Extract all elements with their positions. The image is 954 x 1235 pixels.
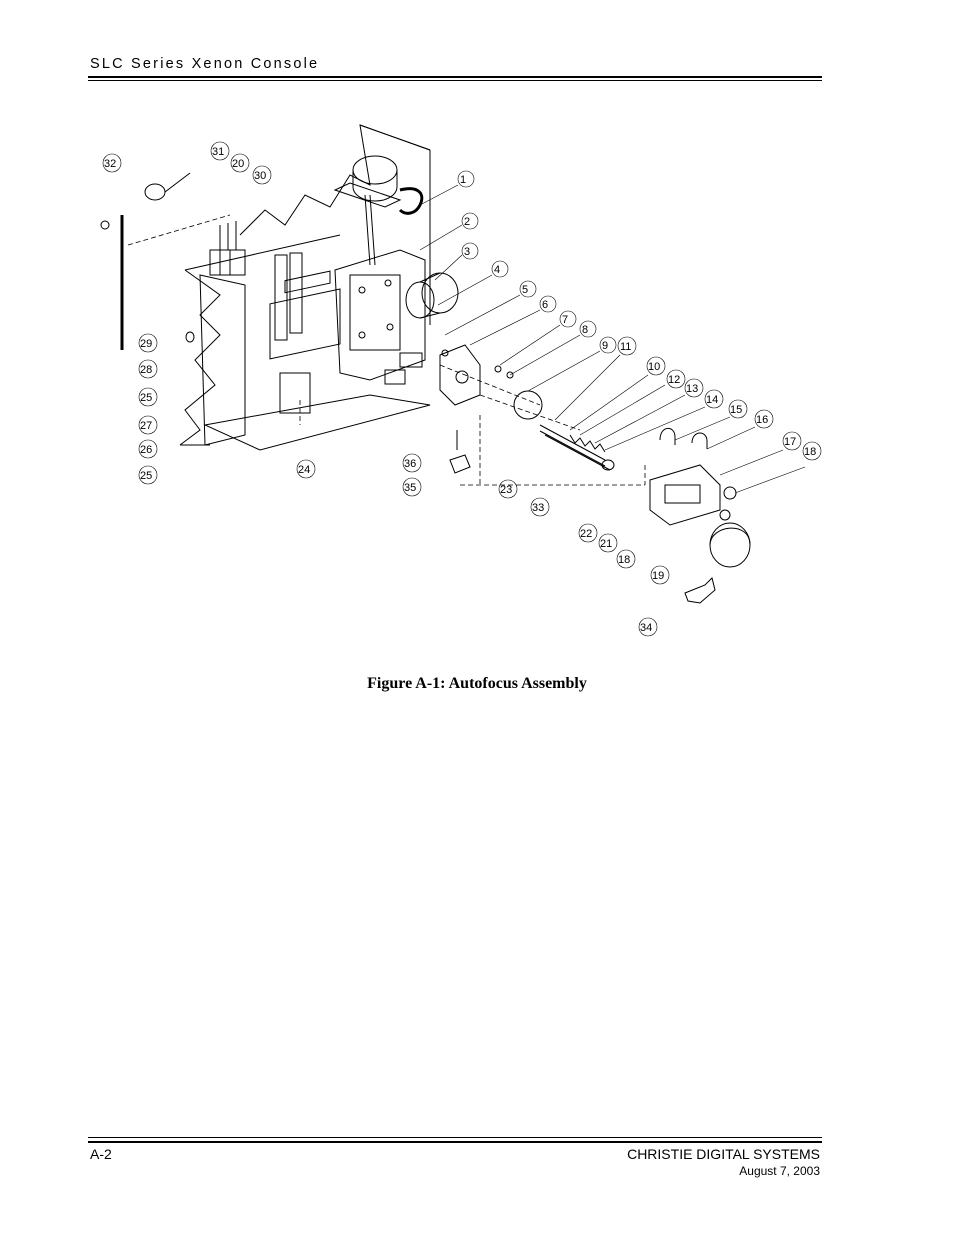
carriage <box>649 464 721 526</box>
callout-11: 11 <box>620 341 631 353</box>
callout-36: 36 <box>404 458 416 470</box>
callout-9: 9 <box>602 340 608 352</box>
circuit-board <box>269 288 341 360</box>
exploded-view-drawing: 1 2 3 4 5 6 7 8 9 10 11 12 13 14 15 16 1… <box>100 124 822 637</box>
lower-motor <box>709 522 751 568</box>
callout-32: 32 <box>104 158 116 170</box>
callout-22: 22 <box>580 528 592 540</box>
ball-lens <box>513 390 543 420</box>
callout-34: 34 <box>640 622 652 634</box>
terminal-block <box>209 249 246 276</box>
callout-27: 27 <box>140 420 152 432</box>
callout-24: 24 <box>298 464 310 476</box>
housing-torn-edge <box>239 124 431 236</box>
callout-10: 10 <box>648 361 660 373</box>
callout-25b: 25 <box>140 392 152 404</box>
housing-left-edge <box>179 269 221 446</box>
callout-18b: 18 <box>618 554 630 566</box>
callout-12: 12 <box>668 374 680 386</box>
base-plate <box>203 394 431 451</box>
top-motor <box>352 155 398 185</box>
footer-rule-top <box>88 1137 822 1138</box>
callout-1: 1 <box>460 174 466 186</box>
header-rule-top <box>88 76 822 78</box>
callout-31: 31 <box>212 146 224 158</box>
callout-8: 8 <box>582 324 588 336</box>
callout-13: 13 <box>686 383 698 395</box>
callout-4: 4 <box>494 264 500 276</box>
autofocus-assembly-diagram: 1 2 3 4 5 6 7 8 9 10 11 12 13 14 15 16 1… <box>100 115 830 655</box>
bracket-35 <box>449 454 471 474</box>
bracket-34 <box>684 577 716 604</box>
callout-21: 21 <box>600 538 612 550</box>
callout-17: 17 <box>784 436 796 448</box>
header-rule-bottom <box>88 80 822 81</box>
callout-25: 25 <box>140 470 152 482</box>
footer-rule-bottom <box>88 1141 822 1143</box>
cable-clip-16 <box>691 432 708 449</box>
callout-35: 35 <box>404 482 416 494</box>
callout-28: 28 <box>140 364 152 376</box>
cable-clip-15 <box>659 427 676 445</box>
callout-26: 26 <box>140 444 152 456</box>
bracket-block <box>439 344 481 406</box>
callout-15: 15 <box>730 404 742 416</box>
callout-6: 6 <box>542 299 548 311</box>
callout-18: 18 <box>804 446 816 458</box>
page-number: A-2 <box>90 1146 112 1162</box>
callout-30: 30 <box>254 170 266 182</box>
callout-numbers: 1 2 3 4 5 6 7 8 9 10 11 12 13 14 15 16 1… <box>104 146 816 634</box>
document-header-title: SLC Series Xenon Console <box>90 56 320 72</box>
callout-19: 19 <box>652 570 664 582</box>
callout-29: 29 <box>140 338 152 350</box>
callout-20: 20 <box>232 158 244 170</box>
side-panel <box>199 274 246 446</box>
callout-7: 7 <box>562 314 568 326</box>
callout-3: 3 <box>464 246 470 258</box>
callout-14: 14 <box>706 394 718 406</box>
company-name: CHRISTIE DIGITAL SYSTEMS <box>627 1146 820 1162</box>
callout-5: 5 <box>522 284 528 296</box>
callout-16: 16 <box>756 414 768 426</box>
callout-2: 2 <box>464 216 470 228</box>
figure-caption: Figure A-1: Autofocus Assembly <box>367 675 587 692</box>
callout-23: 23 <box>500 484 512 496</box>
callout-33: 33 <box>532 502 544 514</box>
document-date: August 7, 2003 <box>739 1164 820 1178</box>
mounting-plate <box>334 249 426 381</box>
